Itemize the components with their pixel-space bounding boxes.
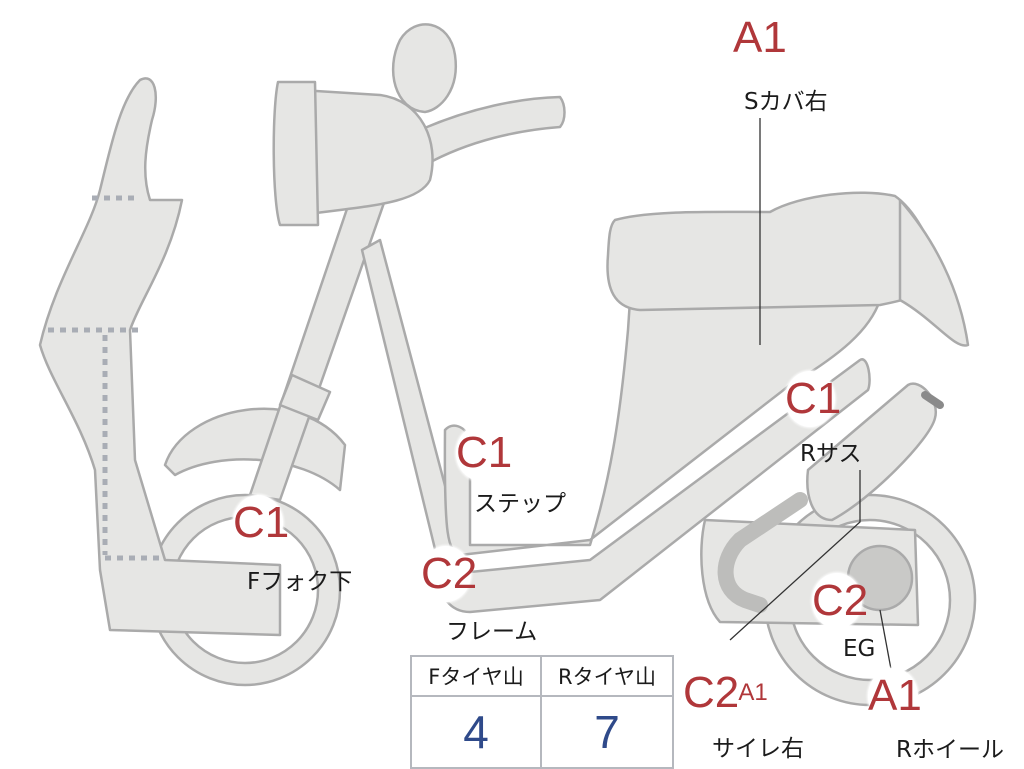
- fork-boot-shape: [278, 373, 332, 422]
- seat-shape: [606, 191, 943, 312]
- tread-header-front: Fタイヤ山: [412, 657, 542, 697]
- sub-grade-badge-muffler-right: A1: [737, 676, 769, 710]
- grade-badge-rear-wheel: A1: [868, 668, 922, 724]
- grade-badge-s-cover-right: A1: [733, 10, 787, 66]
- grade-badge-step: C1: [456, 425, 512, 481]
- leg-shield-shape: [38, 77, 282, 637]
- label-s-cover-right: Sカバ右: [744, 89, 828, 115]
- tread-value-rear: 7: [594, 706, 620, 758]
- leader-muffler: [729, 470, 861, 641]
- grade-badge-frame: C2: [421, 546, 477, 602]
- tread-value-front: 4: [412, 697, 542, 767]
- panel-seam-dots: [48, 195, 165, 561]
- tire-tread-table: Fタイヤ山 Rタイヤ山 4 7: [410, 655, 674, 769]
- tail-shape: [898, 198, 970, 347]
- grade-badge-front-fork-lower: C1: [233, 495, 289, 551]
- grade-badge-rear-suspension: C1: [785, 371, 841, 427]
- label-muffler-right: サイレ右: [712, 736, 804, 762]
- label-step: ステップ: [474, 491, 566, 517]
- label-rear-wheel: Rホイール: [896, 737, 1004, 763]
- label-engine: EG: [843, 636, 876, 662]
- mirror-shape: [391, 23, 458, 114]
- tread-header-rear: Rタイヤ山: [542, 657, 672, 697]
- muffler-tip-shape: [921, 391, 944, 409]
- label-rear-suspension: Rサス: [800, 441, 862, 467]
- handlebar-shape: [418, 95, 566, 167]
- headlight-shape: [298, 88, 434, 217]
- grade-badge-engine: C2: [812, 573, 868, 629]
- headlight-lens-shape: [272, 80, 320, 227]
- label-frame: フレーム: [446, 619, 538, 645]
- grade-badge-muffler-right: C2: [683, 665, 739, 721]
- label-front-fork-lower: Fフォク下: [247, 569, 353, 595]
- exhaust-pipe-shape: [717, 492, 808, 613]
